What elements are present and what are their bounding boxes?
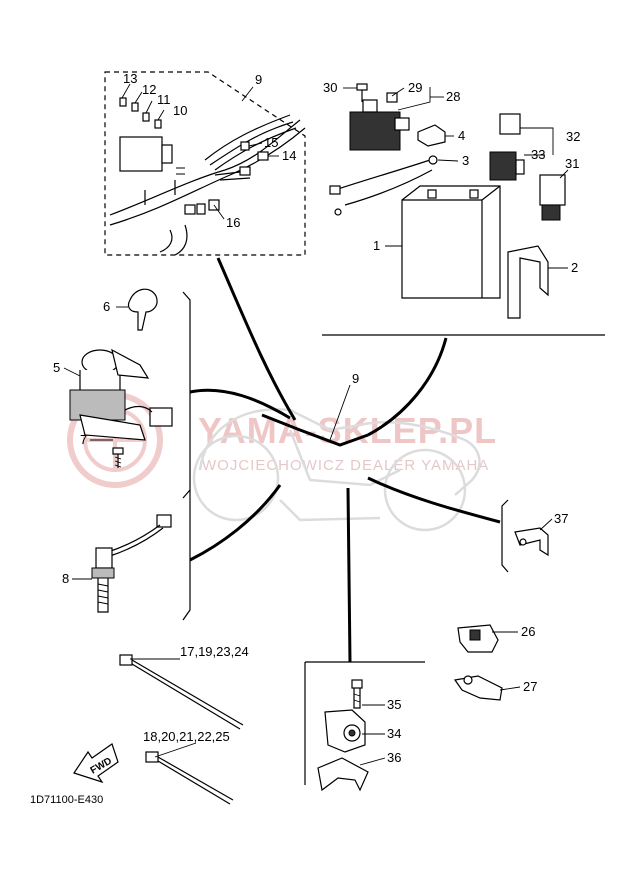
fuses xyxy=(119,97,162,129)
fuse-12 xyxy=(131,102,139,112)
callout-37: 37 xyxy=(554,511,568,526)
callout-12: 12 xyxy=(142,82,156,97)
connector-15 xyxy=(240,141,250,151)
callout-8: 8 xyxy=(62,571,69,586)
bracket-36 xyxy=(317,757,369,792)
callout-29: 29 xyxy=(408,80,422,95)
leader-lines xyxy=(189,257,501,663)
wire-harness-group-box xyxy=(104,71,306,256)
callout-16: 16 xyxy=(226,215,240,230)
callout-34: 34 xyxy=(387,726,401,741)
cable-tie-18 xyxy=(145,751,234,805)
part-27 xyxy=(453,675,503,701)
fuse-10 xyxy=(154,119,162,129)
connector-14 xyxy=(257,151,269,161)
callout-30: 30 xyxy=(323,80,337,95)
callout-27: 27 xyxy=(523,679,537,694)
connectors xyxy=(208,141,269,211)
fuse-29 xyxy=(386,92,398,103)
callout-4: 4 xyxy=(458,128,465,143)
main-switch-5 xyxy=(69,348,173,441)
callout-6: 6 xyxy=(103,299,110,314)
callout-leaders xyxy=(63,83,569,766)
callout-11: 11 xyxy=(157,92,171,107)
callout-17: 17,19,23,24 xyxy=(180,644,249,659)
battery-band-2 xyxy=(507,245,549,319)
key-6 xyxy=(127,288,158,331)
callout-15: 15 xyxy=(264,135,278,150)
fuse-11 xyxy=(142,112,150,122)
relay-33 xyxy=(489,151,525,181)
callout-33: 33 xyxy=(531,147,545,162)
fwd-arrow: FWD xyxy=(73,743,119,784)
bolt-35 xyxy=(351,679,363,709)
cable-tie-17 xyxy=(119,654,244,730)
callout-2: 2 xyxy=(571,260,578,275)
callout-35: 35 xyxy=(387,697,401,712)
callout-9-bike: 9 xyxy=(352,371,359,386)
fuse-13 xyxy=(119,97,127,107)
callout-26: 26 xyxy=(521,624,535,639)
callout-3: 3 xyxy=(462,153,469,168)
callout-7: 7 xyxy=(80,432,87,447)
callout-labels: 9 13 12 11 10 15 14 16 30 29 28 4 3 1 2 … xyxy=(53,71,580,765)
bracket-37-box xyxy=(501,499,509,573)
starter-relay xyxy=(349,99,410,151)
callout-14: 14 xyxy=(282,148,296,163)
neutral-switch-8 xyxy=(91,514,172,613)
wire-harness xyxy=(109,114,306,256)
diagram-code: 1D71100-E430 xyxy=(30,794,103,806)
callout-36: 36 xyxy=(387,750,401,765)
bracket-37 xyxy=(514,527,549,557)
callout-13: 13 xyxy=(123,71,137,86)
callout-28: 28 xyxy=(446,89,460,104)
sensor-34 xyxy=(324,709,366,753)
part-26 xyxy=(457,624,499,653)
battery-lead-3 xyxy=(329,155,438,216)
callout-32: 32 xyxy=(566,129,580,144)
callout-9-harness: 9 xyxy=(255,72,262,87)
relay-32 xyxy=(499,113,521,135)
fuse-box xyxy=(119,136,173,172)
cover-4 xyxy=(417,124,446,147)
callout-31: 31 xyxy=(565,156,579,171)
battery xyxy=(401,185,501,299)
left-group-bracket xyxy=(182,291,191,621)
screw-7 xyxy=(112,447,124,468)
watermark-sub: WOJCIECHOWICZ DEALER YAMAHA xyxy=(202,457,489,474)
callout-1: 1 xyxy=(373,238,380,253)
watermark-main: YAMA-SKLEP.PL xyxy=(198,410,497,451)
relay-31 xyxy=(539,174,566,221)
callout-5: 5 xyxy=(53,360,60,375)
bolt-30 xyxy=(356,83,368,102)
callout-18: 18,20,21,22,25 xyxy=(143,729,230,744)
watermark: YAMA-SKLEP.PL WOJCIECHOWICZ DEALER YAMAH… xyxy=(67,392,497,488)
callout-10: 10 xyxy=(173,103,187,118)
sensor-group-bracket xyxy=(304,661,425,785)
